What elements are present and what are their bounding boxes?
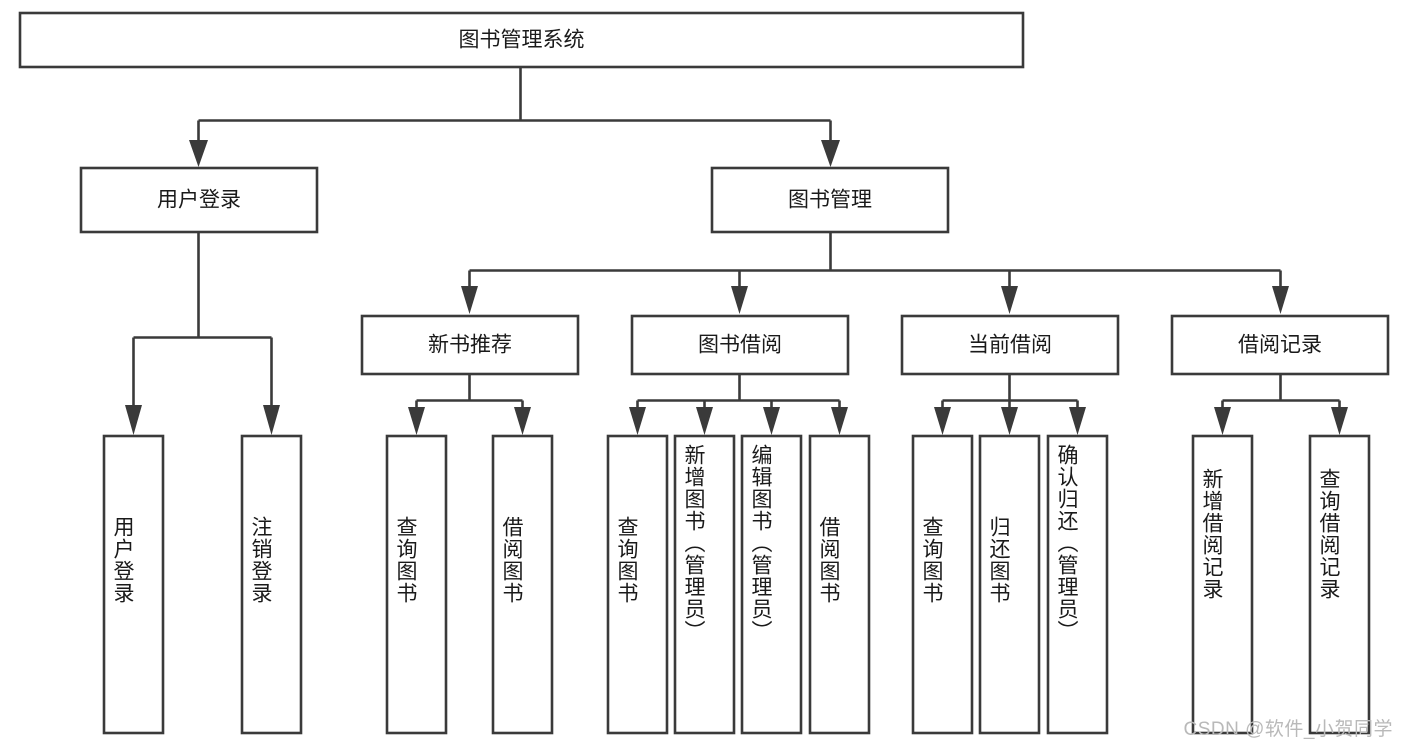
arrow-book-borrow-leaf-4-icon bbox=[831, 407, 848, 435]
arrow-user-login-leaf-1-icon bbox=[125, 405, 142, 435]
arrow-new-book-leaf-2-icon bbox=[514, 407, 531, 435]
arrow-book-borrow-icon bbox=[731, 286, 748, 314]
node-leaf-borrow-record-2-box[interactable] bbox=[1308, 434, 1371, 735]
connector-layer bbox=[125, 67, 1348, 435]
csdn-watermark: CSDN @软件_小贺同学 bbox=[1183, 719, 1393, 740]
node-leaf-current-borrow-3-box[interactable] bbox=[1046, 434, 1109, 735]
node-book-borrow-box[interactable] bbox=[630, 314, 850, 376]
node-root-box[interactable] bbox=[18, 11, 1025, 69]
arrow-book-manage-icon bbox=[821, 140, 840, 167]
node-leaf-book-borrow-4-box[interactable] bbox=[808, 434, 871, 735]
arrow-current-borrow-leaf-3-icon bbox=[1069, 407, 1086, 435]
node-book-borrow-label: 图书借阅 bbox=[698, 334, 782, 357]
arrow-book-borrow-leaf-1-icon bbox=[629, 407, 646, 435]
node-leaf-user-login-1-box[interactable] bbox=[102, 434, 165, 735]
node-new-book-recommend-box[interactable] bbox=[360, 314, 580, 376]
node-book-borrow[interactable]: 图书借阅 bbox=[630, 314, 850, 376]
arrow-new-book-leaf-1-icon bbox=[408, 407, 425, 435]
arrow-book-borrow-leaf-2-icon bbox=[696, 407, 713, 435]
node-current-borrow-box[interactable] bbox=[900, 314, 1120, 376]
node-layer: 图书管理系统 用户登录 图书管理 新书推荐 图书借阅 当前借阅 借阅记录 bbox=[18, 11, 1390, 735]
node-new-book-recommend-label: 新书推荐 bbox=[428, 334, 512, 357]
arrow-book-borrow-leaf-3-icon bbox=[763, 407, 780, 435]
node-user-login[interactable]: 用户登录 bbox=[79, 166, 319, 234]
node-leaf-new-book-2-box[interactable] bbox=[491, 434, 554, 735]
node-new-book-recommend[interactable]: 新书推荐 bbox=[360, 314, 580, 376]
node-leaf-book-borrow-1-box[interactable] bbox=[606, 434, 669, 735]
node-borrow-record-label: 借阅记录 bbox=[1238, 334, 1322, 357]
arrow-borrow-record-icon bbox=[1272, 286, 1289, 314]
node-root[interactable]: 图书管理系统 bbox=[18, 11, 1025, 69]
node-leaf-book-borrow-3-box[interactable] bbox=[740, 434, 803, 735]
node-leaf-current-borrow-2-box[interactable] bbox=[978, 434, 1041, 735]
node-current-borrow[interactable]: 当前借阅 bbox=[900, 314, 1120, 376]
node-user-login-label: 用户登录 bbox=[157, 189, 241, 212]
arrow-borrow-record-leaf-2-icon bbox=[1331, 407, 1348, 435]
node-leaf-user-login-2-box[interactable] bbox=[240, 434, 303, 735]
arrow-current-borrow-icon bbox=[1001, 286, 1018, 314]
node-borrow-record-box[interactable] bbox=[1170, 314, 1390, 376]
node-leaf-book-borrow-2-box[interactable] bbox=[673, 434, 736, 735]
node-leaf-current-borrow-1-box[interactable] bbox=[911, 434, 974, 735]
node-user-login-box[interactable] bbox=[79, 166, 319, 234]
node-book-manage[interactable]: 图书管理 bbox=[710, 166, 950, 234]
arrow-new-book-icon bbox=[461, 286, 478, 314]
node-book-manage-box[interactable] bbox=[710, 166, 950, 234]
arrow-current-borrow-leaf-2-icon bbox=[1001, 407, 1018, 435]
node-book-manage-label: 图书管理 bbox=[788, 189, 872, 212]
arrow-current-borrow-leaf-1-icon bbox=[934, 407, 951, 435]
node-leaf-new-book-1-box[interactable] bbox=[385, 434, 448, 735]
arrow-user-login-leaf-2-icon bbox=[263, 405, 280, 435]
node-borrow-record[interactable]: 借阅记录 bbox=[1170, 314, 1390, 376]
arrow-user-login-icon bbox=[189, 140, 208, 167]
node-root-label: 图书管理系统 bbox=[459, 29, 585, 52]
arrow-borrow-record-leaf-1-icon bbox=[1214, 407, 1231, 435]
node-leaf-borrow-record-1-box[interactable] bbox=[1191, 434, 1254, 735]
node-current-borrow-label: 当前借阅 bbox=[968, 334, 1052, 357]
